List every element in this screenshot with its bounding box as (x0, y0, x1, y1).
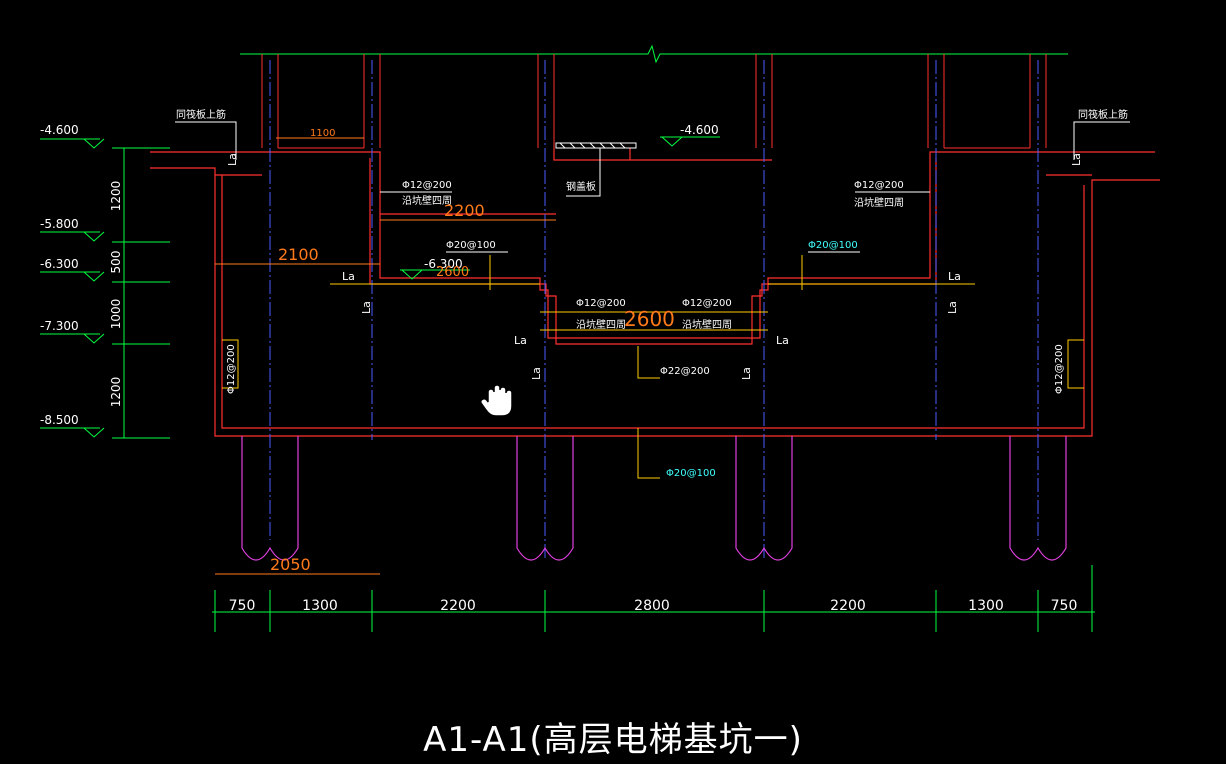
orange-dims (215, 137, 556, 575)
la-9: La (740, 367, 753, 380)
dim-1100: 1100 (310, 128, 335, 139)
bdim-6: 1300 (968, 598, 1004, 614)
side-left: Φ12@200 (226, 344, 237, 394)
side-right: Φ12@200 (1054, 344, 1065, 394)
top-rebar-left-note: 同筏板上筋 (176, 108, 226, 121)
rebar-inner-right: Φ12@200 (682, 298, 732, 309)
la-1: La (342, 270, 355, 283)
la-7: La (360, 301, 373, 314)
elev-mid: -6.300 (424, 257, 463, 271)
rebar-pit-left: Φ12@200 (402, 180, 452, 191)
la-5: La (226, 153, 239, 166)
la-10: La (946, 301, 959, 314)
dim-2100: 2100 (278, 245, 319, 264)
dim-2600: 2600 (624, 307, 675, 331)
elev-5: -8.500 (40, 413, 79, 427)
bdim-3: 2200 (440, 598, 476, 614)
upper-walls (261, 54, 1047, 149)
dim-2600-left: 2600 (436, 265, 469, 280)
la-8: La (530, 367, 543, 380)
rebar-pit-right-note: 沿坑壁四周 (854, 196, 904, 209)
piles (241, 436, 1067, 561)
la-6: La (1070, 153, 1083, 166)
top-rebar-right-note: 同筏板上筋 (1078, 108, 1128, 121)
elev-center: -4.600 (680, 123, 719, 137)
vdim-3: 1000 (109, 299, 123, 330)
vdim-2: 500 (109, 251, 123, 274)
bdim-1: 750 (229, 598, 256, 614)
elev-4: -7.300 (40, 319, 79, 333)
bdim-7: 750 (1051, 598, 1078, 614)
cover-plate-label: 钢盖板 (566, 180, 596, 193)
rebar-inner-left: Φ12@200 (576, 298, 626, 309)
rebar-inner-right-note: 沿坑壁四周 (682, 318, 732, 331)
elev-2: -5.800 (40, 217, 79, 231)
la-4: La (776, 334, 789, 347)
elev-3: -6.300 (40, 257, 79, 271)
la-2: La (948, 270, 961, 283)
rebar-bottom: Φ20@100 (666, 468, 716, 479)
foundation-outline (150, 148, 1160, 437)
cover-plate (555, 142, 637, 197)
la-3: La (514, 334, 527, 347)
top-boundary (240, 44, 1068, 64)
drawing-title: A1-A1(高层电梯基坑一) (423, 720, 803, 760)
rebar-20-right: Φ20@100 (808, 240, 858, 251)
rebar-lines (222, 255, 1084, 479)
rebar-20-left: Φ20@100 (446, 240, 496, 251)
axis-lines (269, 60, 1039, 560)
dimension-lines (40, 136, 1095, 632)
vdim-4: 1200 (109, 377, 123, 408)
elev-1: -4.600 (40, 123, 79, 137)
dim-2050: 2050 (270, 555, 311, 574)
bdim-4: 2800 (634, 598, 670, 614)
rebar-22: Φ22@200 (660, 366, 710, 377)
hand-pointer-icon (480, 384, 513, 417)
bdim-2: 1300 (302, 598, 338, 614)
rebar-pit-right: Φ12@200 (854, 180, 904, 191)
bdim-5: 2200 (830, 598, 866, 614)
leader-lines (175, 121, 1130, 253)
dim-2200: 2200 (444, 201, 485, 220)
rebar-inner-left-note: 沿坑壁四周 (576, 318, 626, 331)
vdim-1: 1200 (109, 181, 123, 212)
rebar-pit-left-note: 沿坑壁四周 (402, 194, 452, 207)
